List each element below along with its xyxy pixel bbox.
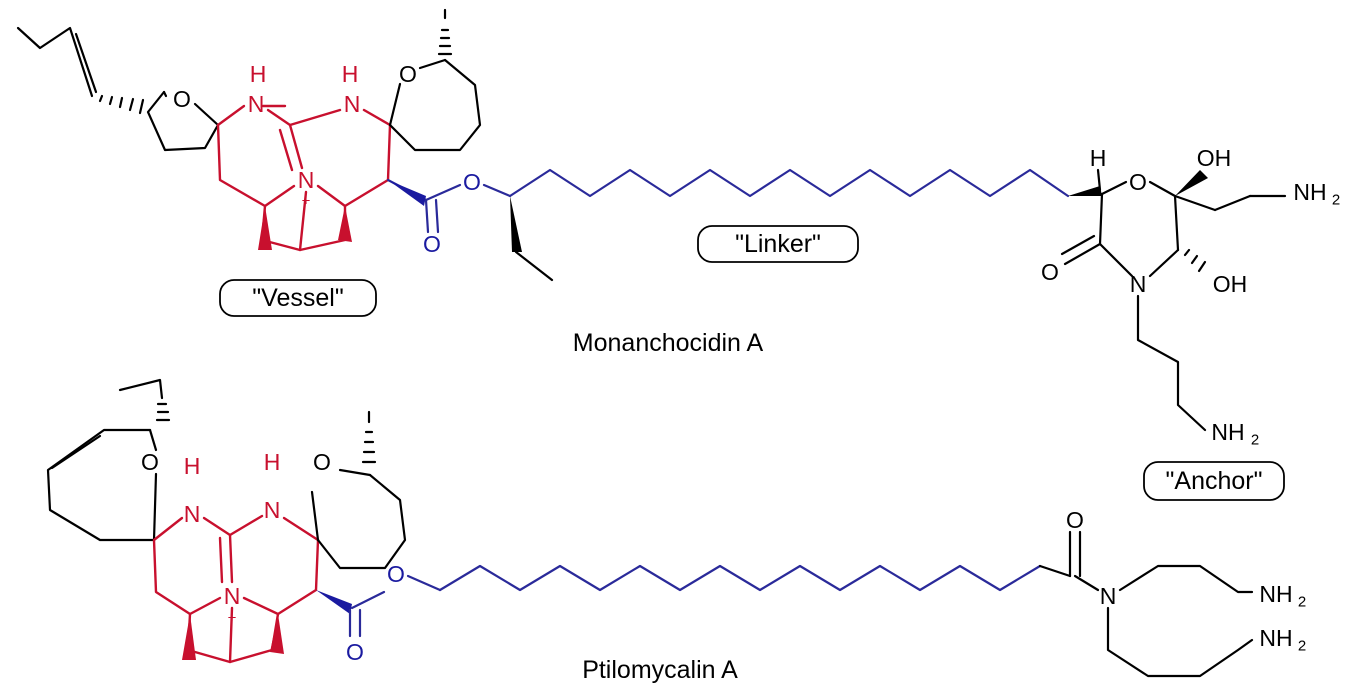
atom-oh-top: OH <box>1197 145 1232 171</box>
vessel-core-bottom: N H N H N + <box>152 449 320 664</box>
label-linker-text: "Linker" <box>735 230 821 258</box>
svg-text:2: 2 <box>1298 638 1306 655</box>
ethyl-wedge <box>510 196 554 282</box>
atom-o-ester-bottom: O <box>387 561 405 587</box>
atom-nh2-bottom-2: NH <box>1259 625 1292 651</box>
compound-name-ptilomycalin: Ptilomycalin A <box>582 656 738 684</box>
atom-h-right: H <box>342 61 359 87</box>
atom-n-center: N <box>298 167 315 193</box>
atom-n-right: N <box>344 91 361 117</box>
label-linker: "Linker" <box>697 225 859 263</box>
svg-text:2: 2 <box>1298 594 1306 611</box>
label-anchor: "Anchor" <box>1143 461 1285 501</box>
thf-o-bond <box>193 102 220 127</box>
label-vessel: "Vessel" <box>219 279 377 317</box>
hashed-bond-oxepane <box>155 402 171 422</box>
atom-o-ester-top: O <box>463 169 481 195</box>
atom-h-anchor: H <box>1090 145 1107 171</box>
atom-n-amide: N <box>1100 583 1117 609</box>
hashed-bond-thf <box>98 94 145 115</box>
atom-nh2-bottom-1: NH <box>1259 581 1292 607</box>
atom-n-center-b: N <box>224 583 241 609</box>
atom-h-left-b: H <box>184 453 201 479</box>
ethyl-chain-bottom <box>118 378 164 400</box>
svg-text:2: 2 <box>1332 192 1340 209</box>
atom-o-amide: O <box>1066 507 1084 533</box>
butenyl-chain <box>16 26 94 98</box>
atom-o-morpholine: O <box>1129 169 1147 195</box>
atom-n-anchor: N <box>1130 271 1147 297</box>
atom-o-carbonyl-top: O <box>423 231 441 257</box>
atom-o-carbonyl-bottom: O <box>346 639 364 665</box>
atom-o-oxepane: O <box>141 449 159 475</box>
atom-o-lactam: O <box>1041 259 1059 285</box>
atom-n-left-b: N <box>184 501 201 527</box>
atom-nh2-anchor-bottom: NH <box>1211 419 1244 445</box>
atom-o-thf: O <box>173 86 191 112</box>
atom-o-thp-b: O <box>313 449 331 475</box>
anchor-ring: H O O N OH NH 2 OH NH 2 <box>1041 145 1340 449</box>
linker-chain-bottom <box>438 564 1042 592</box>
compound-name-monanchocidin: Monanchocidin A <box>573 329 764 357</box>
atom-n-left: N <box>248 91 265 117</box>
anchor-polyamine: O N NH 2 NH 2 <box>1038 507 1306 678</box>
oxepane-ring: O <box>46 428 159 542</box>
svg-text:2: 2 <box>1251 432 1259 449</box>
atom-h-left: H <box>250 61 267 87</box>
atom-nh2-anchor-top: NH <box>1293 179 1326 205</box>
ester-linkage-top: O O <box>386 169 512 257</box>
thf-ring <box>146 90 220 152</box>
ester-linkage-bottom: O O <box>316 561 442 665</box>
thp-ring-bottom: O <box>310 410 407 570</box>
atom-oh-bottom: OH <box>1213 271 1248 297</box>
label-vessel-text: "Vessel" <box>252 284 343 312</box>
label-anchor-text: "Anchor" <box>1166 467 1263 495</box>
alkene-double-bond <box>74 32 98 94</box>
atom-n-right-b: N <box>264 497 281 523</box>
vessel-core-top: N H N H N + <box>216 61 392 252</box>
thp-ring-top: O <box>388 8 482 152</box>
linker-chain-top <box>508 168 1070 198</box>
atom-h-right-b: H <box>264 449 281 475</box>
atom-o-thp: O <box>399 61 417 87</box>
